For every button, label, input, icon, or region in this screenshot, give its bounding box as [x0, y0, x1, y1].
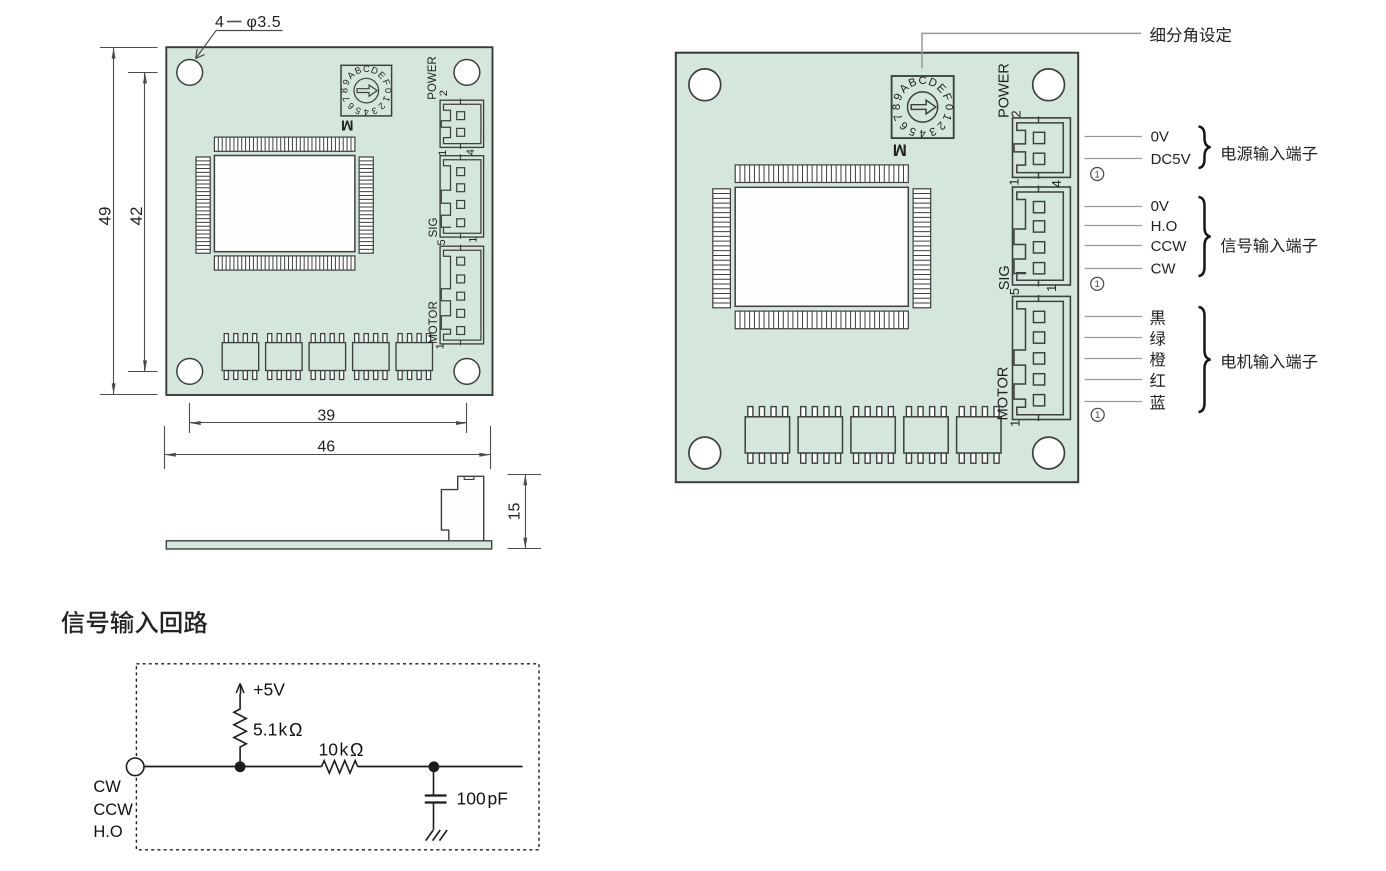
svg-text:1: 1 — [1008, 420, 1023, 427]
svg-text:100: 100 — [457, 789, 486, 809]
svg-text:CCW: CCW — [1151, 238, 1188, 255]
svg-text:1: 1 — [940, 112, 954, 122]
svg-text:SIG: SIG — [428, 218, 440, 238]
svg-text:8: 8 — [891, 104, 903, 110]
svg-text:F: F — [940, 92, 954, 103]
svg-text:9: 9 — [892, 92, 906, 102]
svg-text:39: 39 — [317, 408, 335, 425]
svg-text:3: 3 — [927, 124, 937, 138]
svg-text:15: 15 — [507, 503, 524, 521]
svg-text:2: 2 — [438, 90, 450, 96]
svg-text:1: 1 — [437, 150, 449, 156]
svg-text:MOTOR: MOTOR — [428, 301, 440, 344]
svg-text:φ3.5: φ3.5 — [247, 14, 282, 31]
svg-text:9: 9 — [341, 78, 352, 87]
svg-text:5: 5 — [436, 239, 448, 245]
svg-text:3: 3 — [370, 105, 379, 116]
svg-text:10: 10 — [319, 739, 339, 759]
svg-text:POWER: POWER — [427, 56, 439, 99]
svg-text:7: 7 — [892, 112, 906, 122]
svg-text:D: D — [370, 65, 380, 77]
svg-text:1: 1 — [468, 237, 480, 243]
svg-text:MOTOR: MOTOR — [996, 367, 1012, 421]
svg-text:1: 1 — [1044, 285, 1059, 292]
svg-text:C: C — [918, 75, 926, 87]
svg-text:4: 4 — [1049, 180, 1064, 187]
svg-text:4: 4 — [919, 127, 925, 139]
svg-text:1: 1 — [1095, 410, 1100, 421]
svg-text:C: C — [363, 64, 370, 74]
svg-text:Ω: Ω — [289, 720, 302, 740]
svg-text:7: 7 — [341, 95, 352, 104]
svg-text:E: E — [376, 70, 387, 81]
svg-text:POWER: POWER — [996, 63, 1012, 118]
svg-text:4: 4 — [364, 107, 369, 117]
svg-text:0V: 0V — [1151, 129, 1169, 146]
svg-text:4: 4 — [215, 14, 224, 31]
svg-text:5: 5 — [354, 105, 363, 116]
svg-text:0: 0 — [943, 104, 955, 110]
svg-text:F: F — [381, 78, 393, 87]
svg-text:pF: pF — [488, 789, 508, 809]
svg-text:49: 49 — [95, 207, 114, 226]
svg-text:B: B — [907, 76, 919, 90]
svg-text:k: k — [279, 720, 288, 740]
svg-text:CCW: CCW — [93, 801, 133, 819]
svg-text:1: 1 — [435, 343, 447, 349]
svg-text:B: B — [353, 65, 363, 77]
svg-text:CW: CW — [1151, 260, 1177, 277]
svg-text:H.O: H.O — [93, 823, 123, 841]
svg-text:1: 1 — [381, 95, 392, 104]
svg-text:H.O: H.O — [1151, 218, 1178, 235]
svg-text:2: 2 — [376, 101, 387, 112]
svg-text:0V: 0V — [1151, 198, 1169, 215]
svg-text:0: 0 — [383, 88, 393, 93]
svg-text:5: 5 — [908, 124, 918, 138]
svg-text:2: 2 — [1009, 110, 1024, 117]
svg-text:M: M — [341, 117, 354, 134]
svg-text:5: 5 — [1007, 288, 1022, 295]
svg-text:42: 42 — [127, 207, 146, 226]
svg-text:CW: CW — [93, 778, 121, 796]
svg-text:46: 46 — [317, 438, 335, 455]
svg-text:1: 1 — [1095, 279, 1100, 290]
svg-text:8: 8 — [340, 88, 350, 93]
svg-text:4: 4 — [465, 149, 477, 155]
svg-text:+5V: +5V — [253, 680, 285, 700]
svg-text:1: 1 — [1095, 169, 1100, 180]
svg-text:SIG: SIG — [997, 265, 1013, 290]
svg-text:k: k — [340, 739, 349, 759]
svg-text:DC5V: DC5V — [1151, 151, 1191, 168]
svg-text:Ω: Ω — [350, 740, 363, 760]
svg-text:6: 6 — [346, 101, 357, 112]
svg-text:5.1: 5.1 — [253, 720, 277, 740]
svg-text:1: 1 — [1006, 178, 1021, 185]
svg-text:M: M — [893, 141, 907, 160]
